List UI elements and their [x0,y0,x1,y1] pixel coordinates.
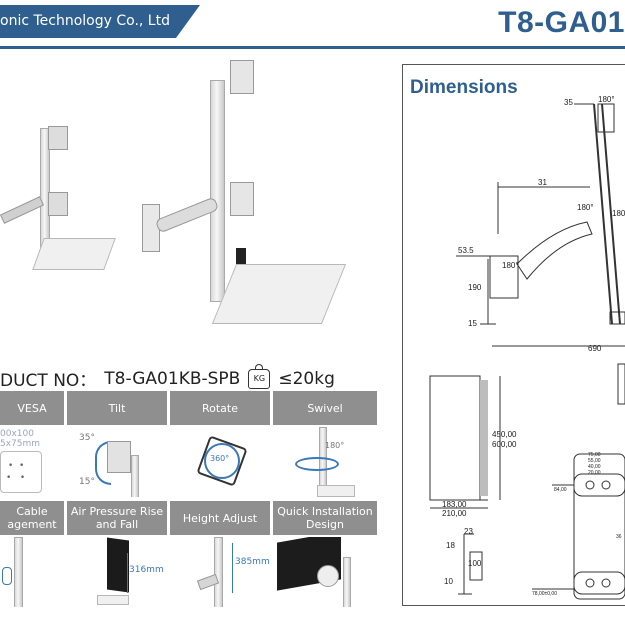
feature-header-swivel: Swivel [273,391,377,425]
svg-text:100: 100 [468,559,482,568]
svg-text:23: 23 [464,527,473,536]
svg-text:180°: 180° [577,203,594,212]
dimensions-drawing: 35 180° 31 180° 180° 53.5 180° 190 15 69… [429,95,625,600]
svg-text:53.5: 53.5 [458,246,474,255]
feature-header-tilt: Tilt [67,391,167,425]
weight-capacity: ≤20kg [278,368,335,389]
feature-header-rotate: Rotate [170,391,270,425]
feature-image-tilt: 35° 15° [67,427,167,497]
svg-text:450,00: 450,00 [492,430,517,439]
svg-text:180°: 180° [502,261,519,270]
svg-text:31: 31 [538,178,547,187]
model-title: T8-GA01 [498,6,625,39]
svg-text:35: 35 [564,98,573,107]
svg-text:690: 690 [588,344,602,353]
svg-text:55,00: 55,00 [588,458,601,464]
header-band [0,5,200,38]
product-number-line: DUCT NO： T8-GA01KB-SPB KG ≤20kg [0,363,335,391]
svg-text:180°: 180° [612,209,625,218]
feature-header-height: Height Adjust [170,501,270,535]
product-photo-compact [0,110,116,290]
feature-image-height: 385mm [170,537,270,607]
feature-image-swivel: 180° [273,427,377,497]
dimensions-panel [402,64,625,606]
feature-header-quick-install: Quick Installation Design [273,501,377,535]
header-rule [0,46,625,49]
feature-image-rotate: 360° [170,427,270,497]
feature-header-cable: Cable agement [0,501,64,535]
svg-text:75,00: 75,00 [588,452,601,458]
weight-icon: KG [248,363,271,389]
svg-text:15: 15 [468,319,477,328]
svg-text:183,00: 183,00 [442,500,467,509]
product-photo-tall [140,58,347,333]
company-name: onic Technology Co., Ltd [0,13,170,29]
feature-image-cable [0,537,64,607]
svg-text:190: 190 [468,283,482,292]
svg-text:600,00: 600,00 [492,440,517,449]
feature-header-vesa: VESA [0,391,64,425]
feature-header-air-pressure: Air Pressure Rise and Fall [67,501,167,535]
svg-text:10: 10 [444,577,453,586]
svg-text:210,00: 210,00 [442,509,467,518]
feature-image-air-pressure: 316mm [67,537,167,607]
svg-text:36: 36 [616,534,622,540]
dimensions-title: Dimensions [410,77,518,98]
svg-text:18: 18 [446,541,455,550]
svg-text:78,00±0,00: 78,00±0,00 [532,591,557,597]
product-number-label: DUCT NO： [0,371,97,391]
svg-text:20,00: 20,00 [588,470,601,476]
svg-text:40,00: 40,00 [588,464,601,470]
product-number: T8-GA01KB-SPB [104,368,241,389]
svg-text:180°: 180° [598,95,615,104]
feature-image-quick-install [273,537,377,607]
svg-text:84,00: 84,00 [554,487,567,493]
